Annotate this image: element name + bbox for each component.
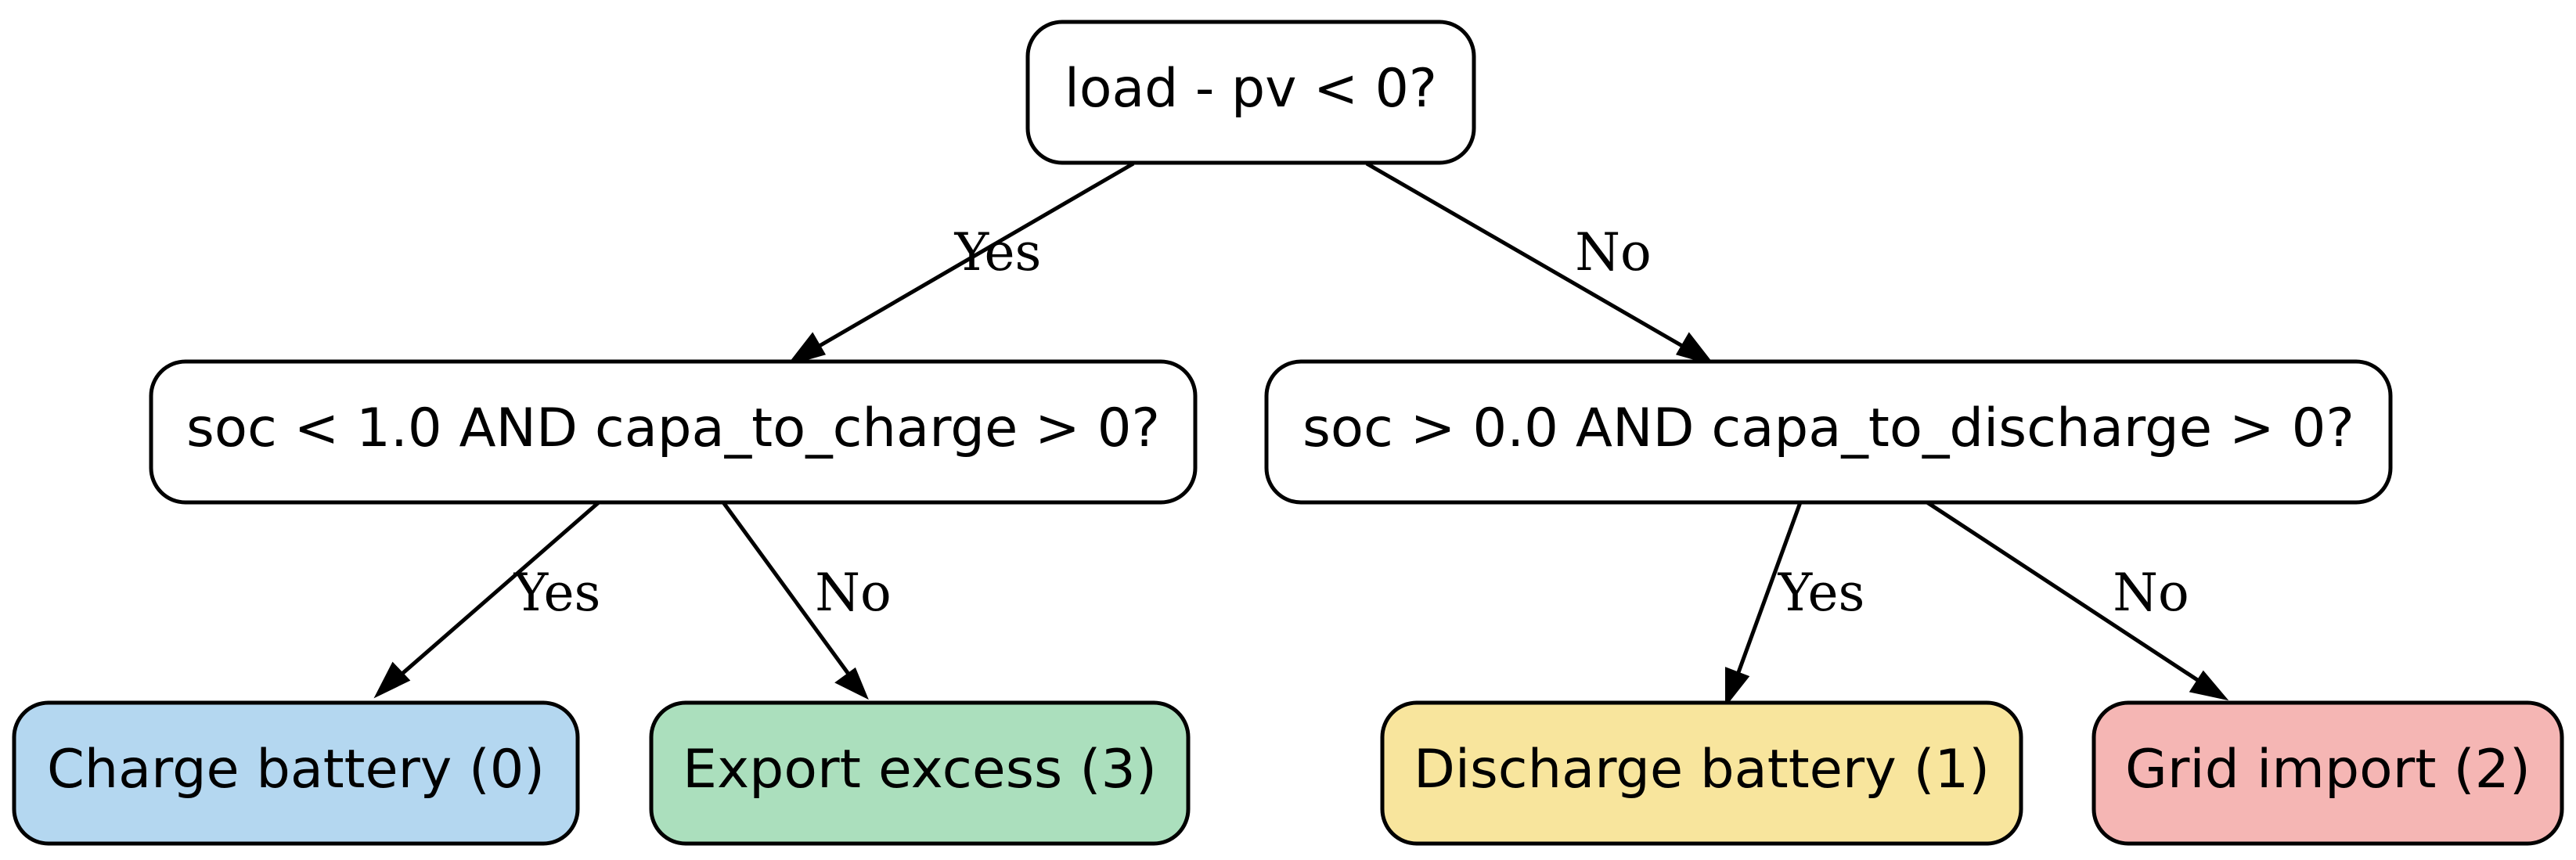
node-box — [1025, 20, 1476, 165]
node-discharge-check: soc > 0.0 AND capa_to_discharge > 0? — [1264, 359, 2393, 505]
arrowhead — [1675, 332, 1716, 366]
node-export-excess: Export excess (3) — [649, 700, 1191, 846]
node-box — [1380, 700, 2023, 846]
node-label: load - pv < 0? — [1065, 58, 1437, 120]
edge-label-no: No — [815, 563, 892, 623]
edge-label-yes: Yes — [954, 222, 1042, 282]
node-box — [1264, 359, 2393, 505]
arrowhead — [373, 661, 411, 699]
edge-discharge-yes: Yes — [1725, 502, 1865, 707]
edge-root-no: No — [1365, 161, 1716, 366]
node-box — [2091, 700, 2564, 846]
node-label: soc > 0.0 AND capa_to_discharge > 0? — [1302, 398, 2354, 459]
arrowhead — [1725, 667, 1750, 707]
node-charge-check: soc < 1.0 AND capa_to_charge > 0? — [149, 359, 1198, 505]
node-box — [12, 700, 580, 846]
edge-charge-no: No — [721, 501, 892, 700]
edge-label-no: No — [2113, 563, 2189, 623]
node-box — [149, 359, 1198, 505]
node-grid-import: Grid import (2) — [2091, 700, 2564, 846]
node-charge-battery: Charge battery (0) — [12, 700, 580, 846]
arrowhead — [786, 332, 827, 366]
arrowhead — [834, 667, 869, 700]
node-box — [649, 700, 1191, 846]
node-label: Grid import (2) — [2125, 739, 2531, 801]
node-label: Discharge battery (1) — [1414, 739, 1990, 801]
edge-charge-yes: Yes — [373, 501, 601, 699]
node-label: soc < 1.0 AND capa_to_charge > 0? — [186, 398, 1160, 459]
edge-label-no: No — [1575, 222, 1652, 282]
arrowhead — [2189, 670, 2229, 701]
node-label: Export excess (3) — [683, 739, 1157, 801]
node-root: load - pv < 0? — [1025, 20, 1476, 165]
edge-label-yes: Yes — [1778, 563, 1865, 623]
node-discharge-battery: Discharge battery (1) — [1380, 700, 2023, 846]
edge-root-yes: Yes — [786, 161, 1135, 366]
edge-discharge-no: No — [1926, 500, 2229, 701]
node-label: Charge battery (0) — [47, 739, 545, 801]
edge-label-yes: Yes — [513, 563, 601, 623]
